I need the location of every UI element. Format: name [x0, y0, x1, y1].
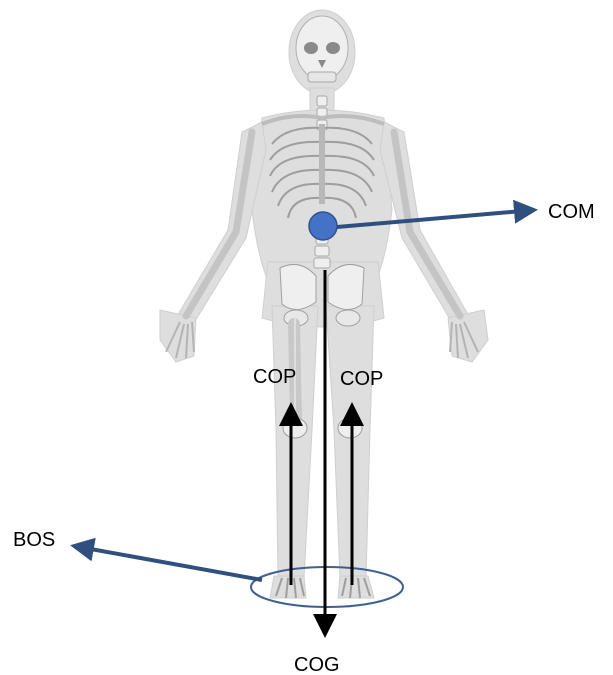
cog-label: COG [294, 654, 340, 675]
knees [283, 418, 362, 438]
bos-label: BOS [13, 529, 55, 551]
cop-right-label: COP [340, 368, 383, 390]
center-of-mass-dot [309, 212, 337, 240]
com-label: COM [548, 201, 595, 223]
bos-arrow [74, 546, 262, 580]
cop-left-label: COP [253, 366, 296, 388]
